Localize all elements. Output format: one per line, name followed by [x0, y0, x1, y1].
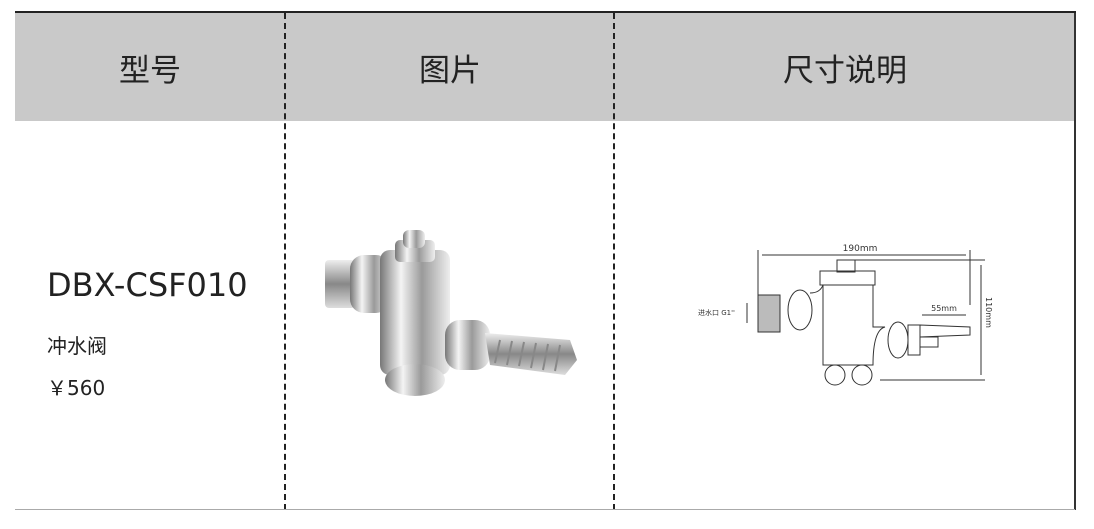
header-model: 型号 [119, 52, 181, 89]
table-bottom-border [15, 509, 1075, 510]
column-divider [613, 13, 615, 510]
product-photo [325, 230, 577, 396]
width-label: 190mm [843, 244, 878, 254]
product-model: DBX-CSF010 [47, 266, 248, 304]
header-dimensions: 尺寸说明 [783, 52, 907, 89]
product-price: ￥560 [47, 376, 106, 400]
product-name: 冲水阀 [47, 334, 107, 358]
inlet-label: 进水口 G1'' [698, 308, 735, 317]
dimension-diagram: 190mm 55mm 进水口 G1'' 110mm [698, 244, 993, 386]
pedal-label: 55mm [931, 304, 957, 313]
height-label: 110mm [984, 297, 993, 328]
table-right-border [1074, 13, 1076, 510]
table-top-border [15, 11, 1076, 13]
header-image: 图片 [419, 52, 481, 89]
table-header [15, 13, 1075, 121]
column-divider [284, 13, 286, 510]
